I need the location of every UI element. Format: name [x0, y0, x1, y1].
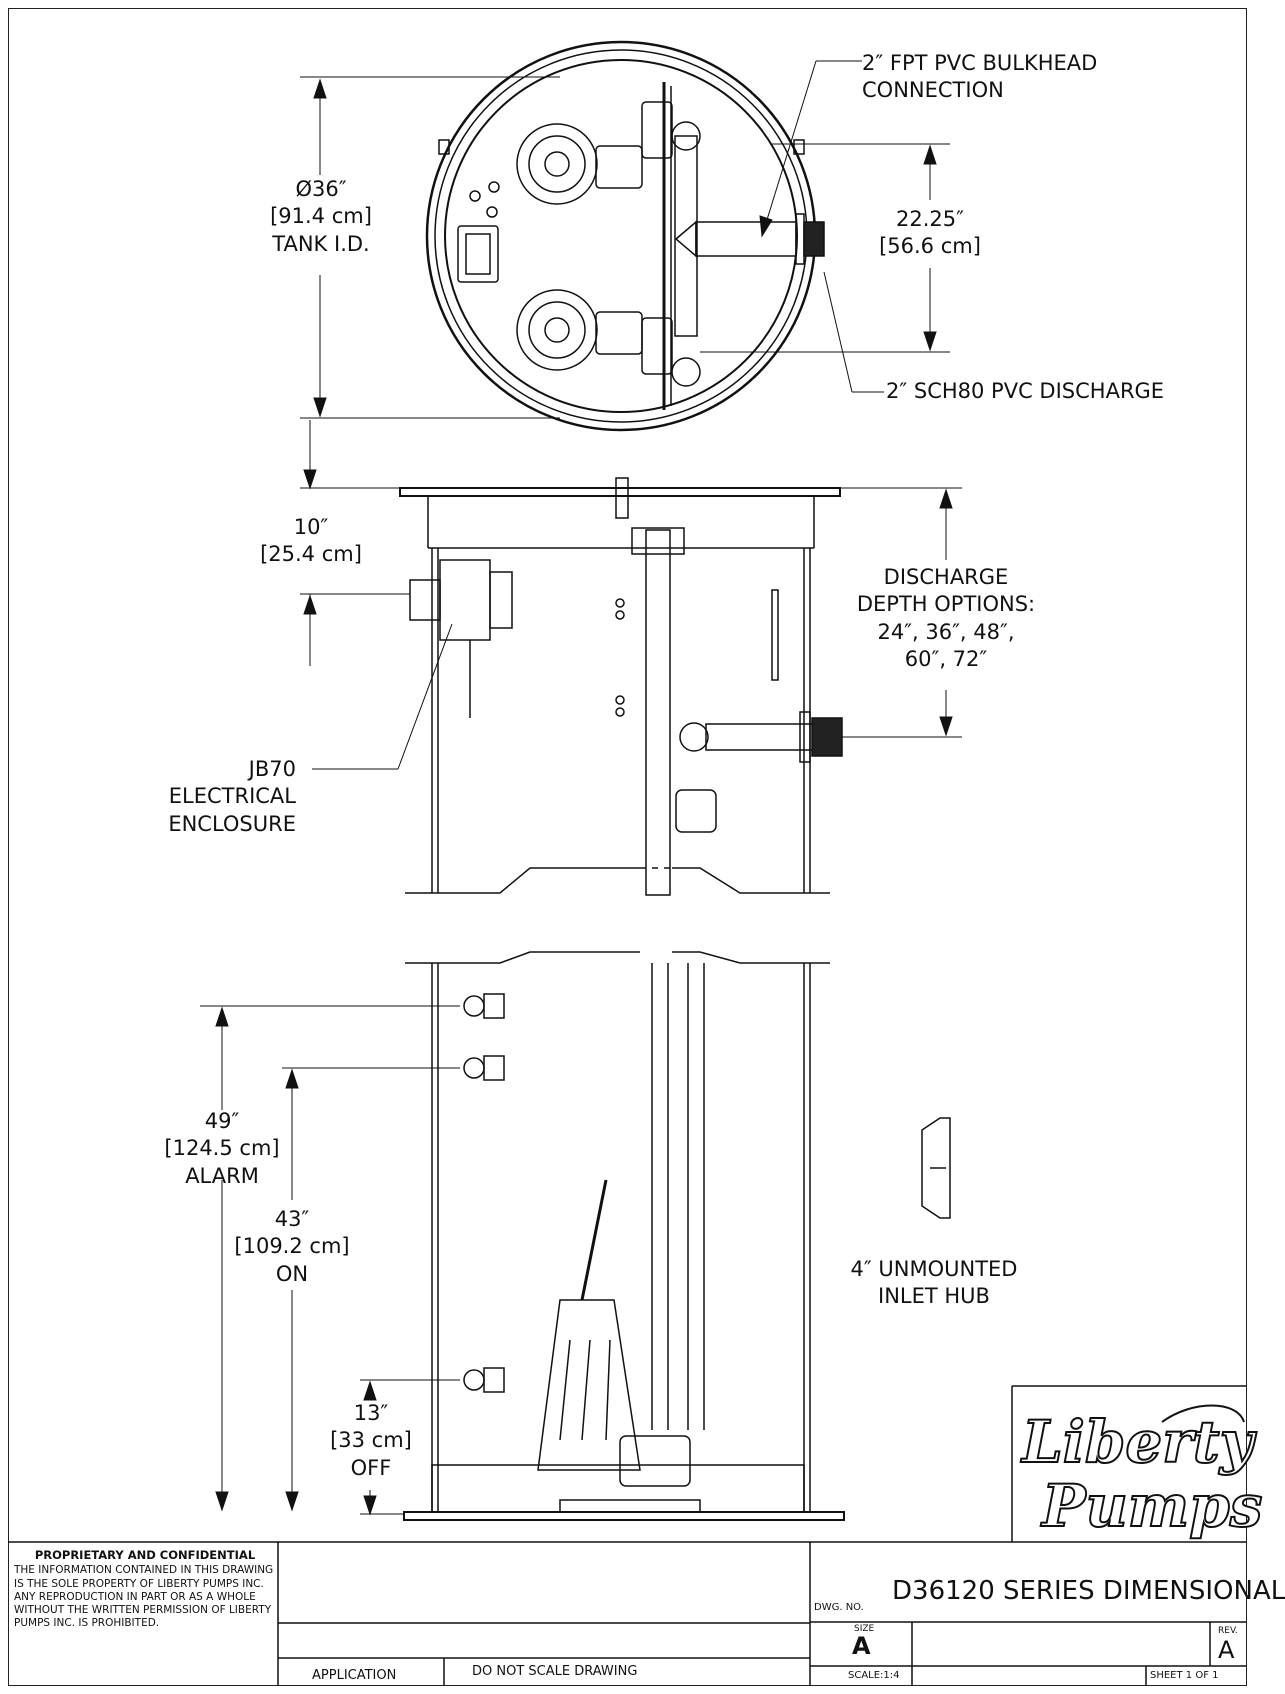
depth-10-dimension: 10″	[293, 515, 329, 539]
on-metric: [109.2 cm]	[234, 1234, 350, 1259]
width-2225-dimension: 22.25″	[896, 207, 964, 231]
jb70-label: JB70 ELECTRICAL ENCLOSURE	[150, 756, 296, 838]
jb70-line1: JB70	[248, 757, 296, 781]
on-label: 43″ [109.2 cm] ON	[222, 1206, 362, 1288]
inlet-hub-label: 4″ UNMOUNTED INLET HUB	[834, 1256, 1034, 1311]
jb70-line3: ENCLOSURE	[168, 811, 296, 836]
depth-10-label: 10″ [25.4 cm]	[256, 514, 366, 569]
off-metric: [33 cm]	[330, 1428, 412, 1453]
technical-drawing	[8, 40, 1247, 1686]
liberty-pumps-logo: Liberty Pumps	[1012, 1386, 1263, 1554]
top-view	[425, 40, 825, 432]
width-2225-metric: [56.6 cm]	[879, 234, 981, 259]
depth-10-metric: [25.4 cm]	[260, 542, 362, 567]
discharge-depth-label: DISCHARGE DEPTH OPTIONS: 24″, 36″, 48″, …	[846, 564, 1046, 673]
jb70-line2: ELECTRICAL	[168, 784, 296, 809]
drawing-title: D36120 SERIES DIMENSIONAL	[892, 1576, 1285, 1606]
scale-label: SCALE:1:4	[848, 1670, 900, 1681]
inlet-hub-line2: INLET HUB	[878, 1284, 990, 1309]
side-view-upper	[399, 477, 843, 896]
rev-label: REV.	[1218, 1626, 1238, 1636]
size-label: SIZE	[854, 1624, 875, 1634]
proprietary-heading: PROPRIETARY AND CONFIDENTIAL	[34, 1548, 256, 1562]
discharge-depth-line4: 60″, 72″	[904, 646, 988, 671]
bulkhead-label-line1: 2″ FPT PVC BULKHEAD	[862, 51, 1098, 75]
off-label: 13″ [33 cm] OFF	[316, 1400, 426, 1482]
tank-id-metric: [91.4 cm]	[270, 204, 372, 229]
tank-id-dimension: Ø36″	[295, 177, 347, 201]
alarm-dimension: 49″	[204, 1109, 240, 1133]
bulkhead-label-line2: CONNECTION	[862, 78, 1004, 103]
logo-text-pumps: Pumps	[1040, 1472, 1262, 1540]
proprietary-body: THE INFORMATION CONTAINED IN THIS DRAWIN…	[14, 1564, 274, 1629]
discharge-depth-line3: 24″, 36″, 48″,	[877, 619, 1015, 644]
application-label: APPLICATION	[312, 1668, 397, 1683]
logo-text-liberty: Liberty	[1020, 1408, 1258, 1476]
bulkhead-label: 2″ FPT PVC BULKHEAD CONNECTION	[862, 50, 1097, 105]
size-value: A	[852, 1632, 871, 1660]
sheet-label: SHEET 1 OF 1	[1150, 1670, 1219, 1681]
on-dimension: 43″	[274, 1207, 310, 1231]
rev-value: A	[1218, 1636, 1235, 1664]
tank-id-caption: TANK I.D.	[272, 231, 370, 256]
discharge-depth-line1: DISCHARGE	[883, 565, 1009, 589]
dimension-lines	[200, 60, 962, 1516]
tank-id-label: Ø36″ [91.4 cm] TANK I.D.	[256, 176, 386, 258]
sch80-discharge-label: 2″ SCH80 PVC DISCHARGE	[886, 379, 1165, 403]
width-2225-label: 22.25″ [56.6 cm]	[870, 206, 990, 261]
title-block-lines	[8, 1385, 1247, 1686]
alarm-label: 49″ [124.5 cm] ALARM	[152, 1108, 292, 1190]
off-caption: OFF	[350, 1455, 392, 1480]
off-dimension: 13″	[353, 1401, 389, 1425]
on-caption: ON	[275, 1261, 309, 1286]
do-not-scale-label: DO NOT SCALE DRAWING	[472, 1664, 638, 1679]
side-view-lower	[403, 951, 951, 1521]
sheet-border	[8, 8, 1247, 1686]
dwg-no-label: DWG. NO.	[814, 1602, 864, 1613]
alarm-metric: [124.5 cm]	[164, 1136, 280, 1161]
proprietary-notice: PROPRIETARY AND CONFIDENTIAL THE INFORMA…	[14, 1548, 276, 1630]
discharge-depth-line2: DEPTH OPTIONS:	[856, 592, 1036, 617]
inlet-hub-line1: 4″ UNMOUNTED	[850, 1257, 1018, 1281]
alarm-caption: ALARM	[185, 1163, 259, 1188]
